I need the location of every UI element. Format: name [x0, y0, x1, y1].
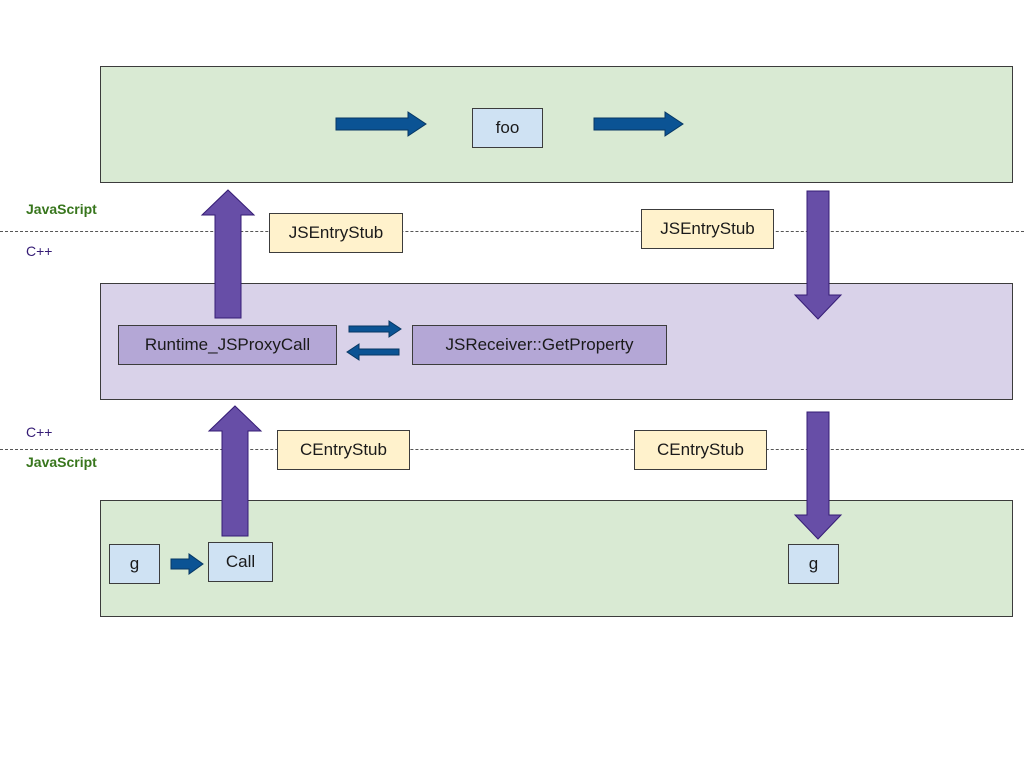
flow-arrow-out-of-foo	[593, 111, 684, 137]
cpp-layer-label-lower: C++	[26, 424, 53, 440]
entry-arrow-up-to-javascript	[200, 189, 256, 319]
js-entry-stub-right: JSEntryStub	[641, 209, 774, 249]
foo-node: foo	[472, 108, 543, 148]
flow-arrow-g-to-call	[170, 553, 204, 575]
cpp-layer-label-upper: C++	[26, 243, 53, 259]
call-node: Call	[208, 542, 273, 582]
c-entry-stub-left: CEntryStub	[277, 430, 410, 470]
js-cpp-boundary-lower	[0, 449, 1024, 450]
call-arrow-to-get-property	[348, 320, 402, 338]
exit-arrow-up-to-cpp	[207, 405, 263, 537]
g-node-left: g	[109, 544, 160, 584]
js-receiver-get-property-node: JSReceiver::GetProperty	[412, 325, 667, 365]
javascript-top-band	[100, 66, 1013, 183]
c-entry-stub-right: CEntryStub	[634, 430, 767, 470]
runtime-js-proxy-call-node: Runtime_JSProxyCall	[118, 325, 337, 365]
flow-arrow-into-foo	[335, 111, 427, 137]
g-node-right: g	[788, 544, 839, 584]
javascript-layer-label-lower: JavaScript	[26, 454, 97, 470]
entry-arrow-down-to-cpp	[793, 190, 843, 320]
javascript-layer-label-upper: JavaScript	[26, 201, 97, 217]
js-entry-stub-left: JSEntryStub	[269, 213, 403, 253]
js-cpp-boundary-upper	[0, 231, 1024, 232]
exit-arrow-down-to-javascript	[793, 411, 843, 540]
return-arrow-to-proxy-call	[346, 343, 400, 361]
